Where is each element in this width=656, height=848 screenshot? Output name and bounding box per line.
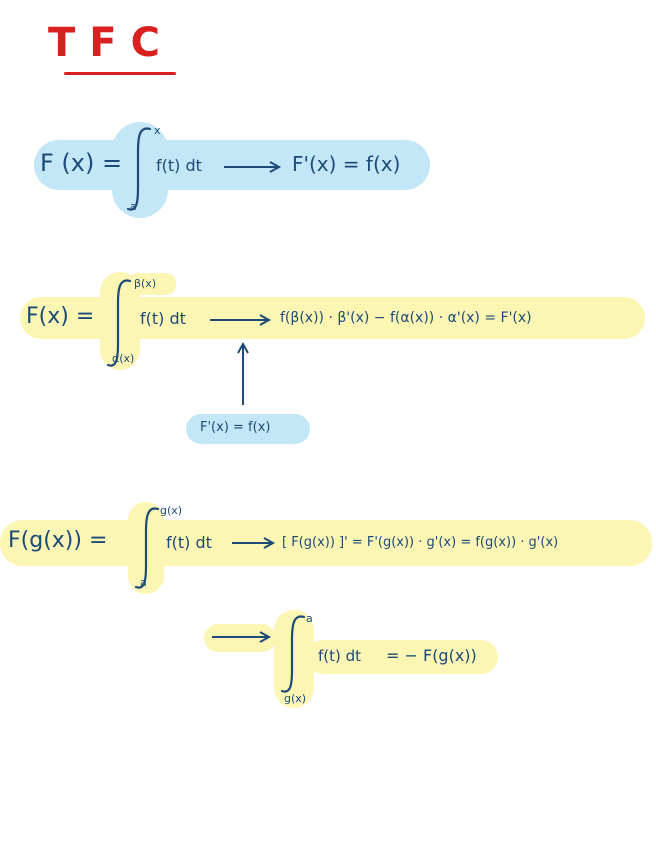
highlight: [34, 140, 430, 190]
eq3-integrand: f(t) dt: [166, 533, 212, 552]
highlight: [0, 520, 652, 566]
integral-sign: [134, 507, 160, 589]
eq2-rhs: f(β(x)) · β'(x) − f(α(x)) · α'(x) = F'(x…: [280, 310, 532, 326]
eq1-lhs: F (x) =: [40, 149, 123, 177]
arrow-up-icon: [237, 341, 249, 405]
eq2-upper-limit: β(x): [134, 277, 157, 290]
arrow-right-icon: [232, 537, 276, 549]
title-underline: [64, 72, 176, 75]
eq3-rhs: [ F(g(x)) ]' = F'(g(x)) · g'(x) = f(g(x)…: [282, 535, 559, 550]
integral-sign: [280, 615, 306, 693]
arrow-right-icon: [210, 314, 272, 326]
integral-sign: [126, 127, 152, 211]
eq2-lower-limit: α(x): [112, 352, 135, 365]
eq4-rhs: = − F(g(x)): [386, 646, 477, 665]
eq1-rhs: F'(x) = f(x): [292, 152, 401, 176]
highlight: [186, 414, 310, 444]
eq3-upper-limit: g(x): [160, 504, 183, 517]
eq1-lower-limit: a: [130, 200, 137, 213]
eq4-integrand: f(t) dt: [318, 647, 362, 665]
highlight: [306, 640, 498, 674]
eq2-integrand: f(t) dt: [140, 309, 186, 328]
eq2-note: F'(x) = f(x): [200, 420, 271, 435]
page-title: TFC: [48, 20, 174, 66]
eq1-integrand: f(t) dt: [156, 156, 202, 175]
arrow-right-icon: [224, 161, 282, 173]
eq3-lhs: F(g(x)) =: [8, 528, 108, 553]
integral-sign: [106, 279, 132, 367]
eq4-lower-limit: g(x): [284, 692, 307, 705]
arrow-right-icon: [212, 631, 272, 643]
eq4-upper-limit: a: [306, 612, 313, 625]
highlight: [128, 273, 176, 295]
eq3-lower-limit: a: [140, 576, 147, 589]
eq2-lhs: F(x) =: [26, 304, 95, 329]
eq1-upper-limit: x: [154, 124, 161, 137]
